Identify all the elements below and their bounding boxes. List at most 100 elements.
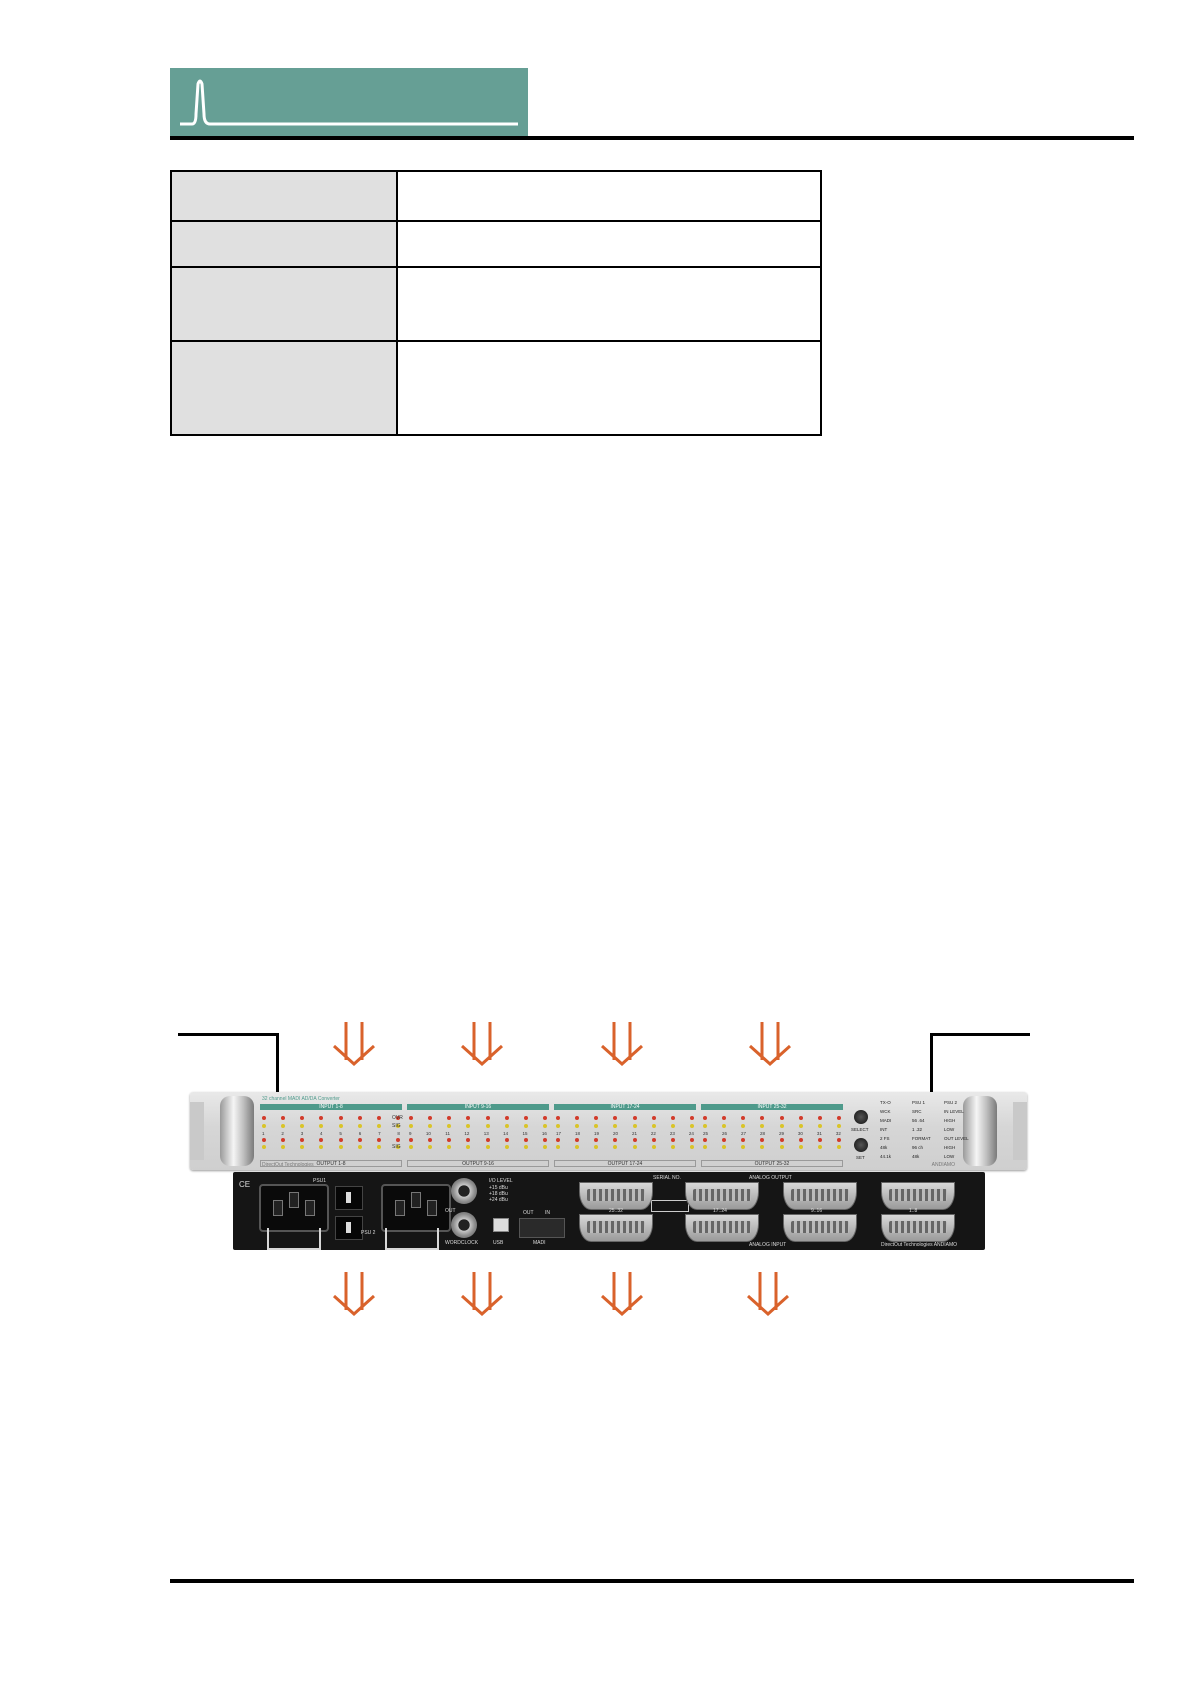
down-arrow-icon	[748, 1022, 792, 1066]
front-panel: 32 channel MADI AD/DA Converter DirectOu…	[190, 1092, 1027, 1170]
header-rule	[170, 136, 1134, 140]
input-bank-label: INPUT 25-32	[701, 1104, 843, 1110]
dsub-label: 17..24	[713, 1208, 727, 1214]
madi-optical-port[interactable]	[519, 1218, 565, 1238]
dsub-connector[interactable]	[685, 1214, 759, 1242]
spec-value	[396, 220, 822, 268]
spec-label	[170, 170, 398, 222]
psu1-power-switch[interactable]	[335, 1186, 363, 1210]
spec-label	[170, 340, 398, 436]
row-label-sig: SIG	[392, 1144, 401, 1150]
usb-label: USB	[493, 1240, 504, 1246]
leader-line-right-v	[930, 1033, 933, 1099]
psu2-label: PSU 2	[361, 1230, 376, 1236]
leader-line-left-h	[178, 1033, 278, 1036]
dsub-label: 1..8	[909, 1208, 918, 1214]
output-bank-label: OUTPUT 25-32	[701, 1160, 843, 1167]
serial-label: SERIAL NO.	[653, 1175, 681, 1181]
rear-brand: DirectOut Technologies ANDIAMO	[881, 1242, 958, 1248]
madi-label: MADI	[533, 1240, 546, 1246]
down-arrow-icon	[600, 1272, 644, 1316]
select-label: SELECT	[851, 1127, 869, 1132]
dsub-connector[interactable]	[881, 1214, 955, 1242]
psu1-label: PSU1	[313, 1178, 327, 1184]
ce-mark: CE	[239, 1180, 251, 1189]
dsub-connector[interactable]	[881, 1182, 955, 1210]
row-label-ovr: OVR	[392, 1115, 403, 1121]
dsub-connector[interactable]	[783, 1182, 857, 1210]
down-arrow-icon	[460, 1272, 504, 1316]
output-bank-label: OUTPUT 9-16	[407, 1160, 549, 1167]
cable-retainer	[385, 1228, 439, 1250]
spec-label	[170, 220, 398, 268]
spec-label	[170, 266, 398, 342]
serial-plate	[651, 1200, 689, 1212]
model-line: 32 channel MADI AD/DA Converter	[262, 1096, 340, 1102]
down-arrow-icon	[332, 1022, 376, 1066]
spec-row	[170, 220, 822, 268]
input-bank-label: INPUT 9-16	[407, 1104, 549, 1110]
dsub-connector[interactable]	[579, 1182, 653, 1210]
spec-table	[170, 170, 822, 436]
usb-port[interactable]	[493, 1218, 509, 1232]
row-label-sig: SIG	[392, 1123, 401, 1129]
down-arrow-icon	[746, 1272, 790, 1316]
down-arrow-icon	[460, 1022, 504, 1066]
io-level-option: +18 dBu	[489, 1191, 508, 1197]
psu2-power-inlet[interactable]	[381, 1184, 451, 1232]
spec-value	[396, 170, 822, 222]
input-bank-label: INPUT 17-24	[554, 1104, 696, 1110]
down-arrow-icon	[332, 1272, 376, 1316]
output-bank-label: OUTPUT 1-8	[260, 1160, 402, 1167]
psu2-power-switch[interactable]	[335, 1216, 363, 1240]
madi-in-label: IN	[545, 1210, 550, 1216]
wordclock-out-bnc[interactable]	[451, 1212, 477, 1238]
io-level-option: +24 dBu	[489, 1197, 508, 1203]
spec-row	[170, 340, 822, 436]
spec-value	[396, 266, 822, 342]
wordclock-out-label: OUT	[445, 1208, 456, 1214]
leader-line-left-v	[276, 1033, 279, 1098]
rack-handle-left	[220, 1096, 254, 1166]
input-bank-label: INPUT 1-8	[260, 1104, 402, 1110]
analog-input-label: ANALOG INPUT	[749, 1242, 787, 1248]
rack-handle-right	[963, 1096, 997, 1166]
spec-value	[396, 340, 822, 436]
cable-retainer	[267, 1228, 321, 1250]
madi-out-label: OUT	[523, 1210, 534, 1216]
header-tab	[170, 68, 528, 136]
rear-panel: CE PSU1 PSU 2 OUT WORDCLOCK I/O LEVEL +1…	[233, 1172, 985, 1250]
spec-row	[170, 266, 822, 342]
set-label: SET	[856, 1155, 865, 1160]
select-knob[interactable]	[854, 1110, 868, 1124]
io-level-title: I/O LEVEL	[489, 1178, 513, 1184]
dsub-connector[interactable]	[783, 1214, 857, 1242]
psu1-power-inlet[interactable]	[259, 1184, 329, 1232]
down-arrow-icon	[600, 1022, 644, 1066]
leader-line-right-h	[930, 1033, 1030, 1036]
pulse-icon	[180, 79, 518, 126]
front-brand: DirectOut Technologies	[262, 1162, 314, 1168]
front-model: ANDIAMO	[931, 1162, 955, 1168]
spec-row	[170, 170, 822, 222]
wordclock-label: WORDCLOCK	[445, 1240, 479, 1246]
output-bank-label: OUTPUT 17-24	[554, 1160, 696, 1167]
dsub-label: 9..16	[811, 1208, 823, 1214]
set-knob[interactable]	[854, 1138, 868, 1152]
dsub-connector[interactable]	[685, 1182, 759, 1210]
io-level-option: +15 dBu	[489, 1185, 508, 1191]
dsub-connector[interactable]	[579, 1214, 653, 1242]
dsub-label: 25..32	[609, 1208, 623, 1214]
wordclock-in-bnc[interactable]	[451, 1178, 477, 1204]
rack-ear-right	[1013, 1102, 1027, 1160]
rack-ear-left	[190, 1102, 204, 1160]
analog-output-label: ANALOG OUTPUT	[749, 1175, 792, 1181]
